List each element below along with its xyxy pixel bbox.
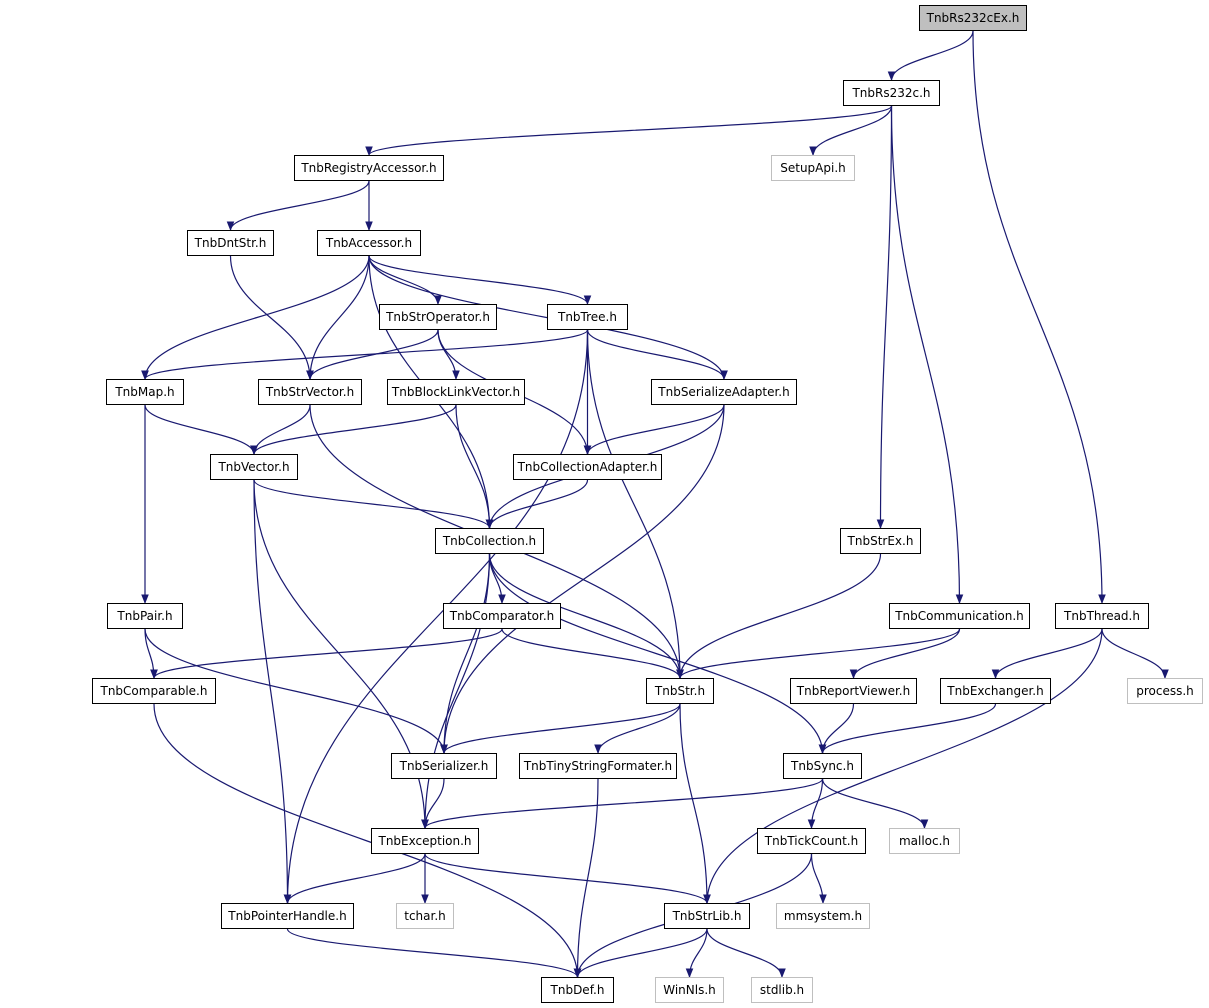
edge-blocklink-to-vector (250, 404, 457, 455)
edge-collectionadapter-to-collection (485, 479, 589, 529)
edge-collection-to-sync (488, 553, 827, 754)
node-serializeadapter[interactable]: TnbSerializeAdapter.h (651, 379, 797, 405)
node-tickcount[interactable]: TnbTickCount.h (757, 828, 866, 854)
edge-sync-to-malloc (821, 778, 929, 829)
node-pair[interactable]: TnbPair.h (107, 603, 183, 629)
edge-pair-to-serializer (144, 628, 448, 754)
node-rs232cex[interactable]: TnbRs232cEx.h (919, 5, 1027, 31)
edge-accessor-to-stroperator (368, 255, 442, 305)
edge-stroperator-to-blocklink (437, 329, 460, 380)
edge-tree-to-map (141, 329, 589, 380)
edge-collection-to-comparator (488, 553, 506, 604)
node-stroperator[interactable]: TnbStrOperator.h (379, 304, 497, 330)
edge-accessor-to-strvector (306, 255, 370, 380)
node-def[interactable]: TnbDef.h (541, 977, 614, 1003)
edge-tree-to-str (586, 329, 684, 679)
node-registry[interactable]: TnbRegistryAccessor.h (294, 155, 444, 181)
edge-str-to-tinystring (594, 703, 681, 754)
edge-exception-to-strlib (424, 853, 711, 904)
edge-comparator-to-str (501, 628, 684, 679)
node-thread[interactable]: TnbThread.h (1055, 603, 1149, 629)
edge-serializeadapter-to-collectionadapter (583, 404, 725, 455)
edge-collection-to-exception (421, 553, 491, 829)
edge-thread-to-process (1101, 628, 1169, 679)
node-sync[interactable]: TnbSync.h (783, 753, 862, 779)
edge-str-to-serializer (440, 703, 681, 754)
edge-tickcount-to-mmsystem (810, 853, 827, 904)
edge-str-to-strlib (679, 703, 711, 904)
node-exchanger[interactable]: TnbExchanger.h (940, 678, 1051, 704)
node-strlib[interactable]: TnbStrLib.h (664, 903, 750, 929)
edge-rs232c-to-communication (890, 105, 964, 604)
node-accessor[interactable]: TnbAccessor.h (317, 230, 421, 256)
edge-thread-to-strlib (703, 628, 1103, 904)
node-collection[interactable]: TnbCollection.h (435, 528, 544, 554)
edge-comparator-to-comparable (150, 628, 503, 679)
edge-exception-to-pointerhandle (283, 853, 426, 904)
edge-serializeadapter-to-serializer (440, 404, 725, 754)
node-strex[interactable]: TnbStrEx.h (840, 528, 921, 554)
edge-thread-to-exchanger (991, 628, 1103, 679)
node-collectionadapter[interactable]: TnbCollectionAdapter.h (513, 454, 662, 480)
edge-strlib-to-winnls (685, 928, 708, 978)
node-mmsystem: mmsystem.h (776, 903, 870, 929)
edge-rs232cex-to-thread (972, 30, 1106, 604)
edge-dntstr-to-strvector (229, 255, 314, 380)
edge-reportviewer-to-sync (818, 703, 855, 754)
edge-tree-to-serializeadapter (586, 329, 728, 380)
edge-accessor-to-map (141, 255, 370, 380)
edge-accessor-to-tree (368, 255, 592, 305)
node-process: process.h (1127, 678, 1203, 704)
node-setupapi: SetupApi.h (771, 155, 855, 181)
node-tinystring[interactable]: TnbTinyStringFormater.h (519, 753, 677, 779)
edge-sync-to-exception (421, 778, 824, 829)
node-rs232c[interactable]: TnbRs232c.h (843, 80, 940, 106)
edge-tree-to-pointerhandle (283, 329, 589, 904)
node-vector[interactable]: TnbVector.h (210, 454, 298, 480)
edge-strex-to-str (676, 553, 882, 679)
node-winnls: WinNls.h (655, 977, 724, 1003)
edge-vector-to-pointerhandle (253, 479, 292, 904)
edge-collection-to-serializer (440, 553, 491, 754)
edge-sync-to-tickcount (807, 778, 824, 829)
node-malloc: malloc.h (889, 828, 960, 854)
edge-communication-to-reportviewer (849, 628, 961, 679)
edge-tinystring-to-def (573, 778, 599, 978)
node-reportviewer[interactable]: TnbReportViewer.h (790, 678, 917, 704)
edge-registry-to-dntstr (226, 180, 370, 231)
edge-strlib-to-stdlib (706, 928, 786, 978)
node-pointerhandle[interactable]: TnbPointerHandle.h (221, 903, 354, 929)
edge-map-to-vector (144, 404, 258, 455)
edge-accessor-to-serializeadapter (368, 255, 728, 380)
node-blocklink[interactable]: TnbBlockLinkVector.h (387, 379, 525, 405)
node-comparable[interactable]: TnbComparable.h (92, 678, 216, 704)
edge-rs232c-to-strex (876, 105, 893, 529)
node-serializer[interactable]: TnbSerializer.h (391, 753, 497, 779)
edge-rs232cex-to-rs232c (887, 30, 974, 81)
edge-rs232c-to-setupapi (809, 105, 893, 156)
node-dntstr[interactable]: TnbDntStr.h (187, 230, 274, 256)
node-str[interactable]: TnbStr.h (646, 678, 714, 704)
edge-vector-to-collection (253, 479, 494, 529)
edge-rs232c-to-registry (365, 105, 893, 156)
edge-pointerhandle-to-def (286, 928, 582, 978)
edge-exchanger-to-sync (818, 703, 997, 754)
node-map[interactable]: TnbMap.h (106, 379, 184, 405)
edge-blocklink-to-collection (455, 404, 494, 529)
node-strvector[interactable]: TnbStrVector.h (258, 379, 362, 405)
node-communication[interactable]: TnbCommunication.h (889, 603, 1030, 629)
node-comparator[interactable]: TnbComparator.h (443, 603, 561, 629)
node-stdlib: stdlib.h (751, 977, 813, 1003)
edge-communication-to-str (676, 628, 961, 679)
node-exception[interactable]: TnbException.h (371, 828, 479, 854)
node-tchar: tchar.h (396, 903, 454, 929)
edge-strlib-to-def (573, 928, 708, 978)
node-tree[interactable]: TnbTree.h (547, 304, 628, 330)
edge-comparable-to-def (153, 703, 582, 978)
